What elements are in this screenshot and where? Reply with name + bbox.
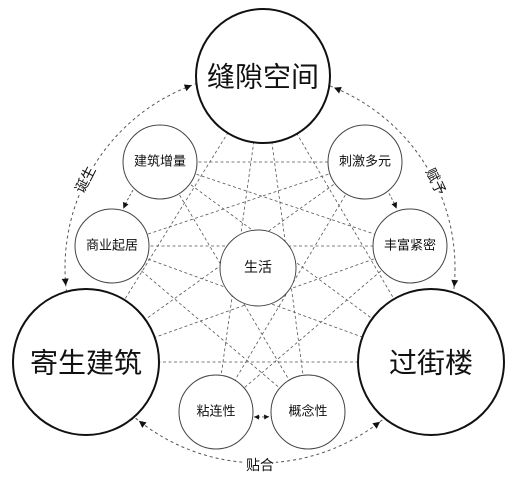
node-parasitic-building: 寄生建筑 [12,288,160,436]
ring-label-bottom: 贴合 [246,458,274,474]
node-s1-label: 建筑增量 [134,154,186,170]
connector-s2-s4 [388,193,398,209]
node-overpass-building: 过街楼 [357,288,505,436]
node-s1-circle [122,124,198,200]
node-adhesion: 粘连性 [178,374,254,450]
node-right-circle [357,288,505,436]
node-center-label: 生活 [244,260,272,276]
node-s5-circle [178,374,254,450]
ring-arrowhead-6 [138,420,147,428]
connector-s1-s3-arrowhead [123,201,129,209]
ring-arrowhead-1 [183,84,192,92]
link-s3-s6 [111,245,309,413]
ring-label-right: 赋予 [422,166,449,198]
node-s4-label: 丰富紧密 [384,238,436,254]
connector-s5-s6-arrowhead-left [254,414,260,420]
node-s6-label: 概念性 [288,404,327,420]
node-rich-dense: 丰富紧密 [372,208,448,284]
ring-arrowhead-3 [334,87,342,94]
node-s3-circle [74,208,150,284]
node-concept: 概念性 [270,374,346,450]
ring-arrowhead-2 [61,278,69,286]
arrow-layer [61,84,459,429]
connector-s1-s3 [122,189,134,209]
ring-label-left: 诞生 [73,164,100,196]
node-top-label: 缝隙空间 [207,61,319,94]
link-s4-s5 [215,245,411,413]
connector-s5-s6-arrowhead-right [264,414,270,420]
node-layer: 缝隙空间 寄生建筑 过街楼 生活 建筑增量 刺激多元 商业起居 [12,8,505,450]
node-s5-label: 粘连性 [196,404,235,420]
node-right-label: 过街楼 [389,347,473,380]
node-s3-label: 商业起居 [86,239,138,254]
node-building-increment: 建筑增量 [122,124,198,200]
node-life: 生活 [219,229,297,307]
node-s6-circle [270,374,346,450]
node-stimulus-diversity: 刺激多元 [327,124,403,200]
connector-s2-s4-arrowhead [391,201,397,209]
node-s2-label: 刺激多元 [339,154,391,170]
node-left-label: 寄生建筑 [30,347,142,380]
node-s2-circle [327,124,403,200]
ring-arrowhead-4 [451,279,459,287]
node-gap-space: 缝隙空间 [195,8,331,144]
link-s2-s3 [111,161,366,247]
node-left-circle [12,288,160,436]
node-commerce-living: 商业起居 [74,208,150,284]
node-s4-circle [372,208,448,284]
node-center-circle [219,229,297,307]
ring-arrowhead-5 [372,421,381,429]
node-top-circle [195,8,331,144]
